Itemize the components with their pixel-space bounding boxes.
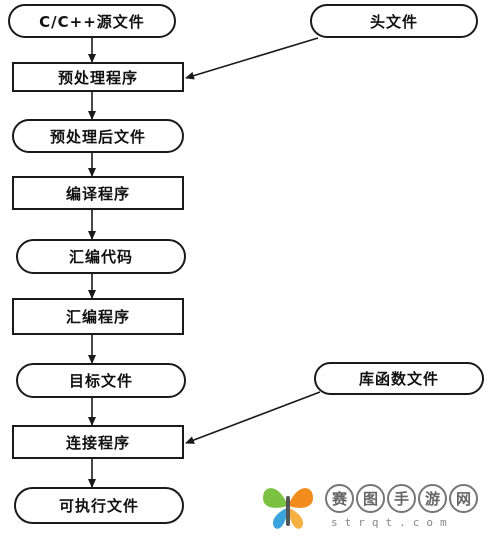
watermark-char: 赛: [325, 484, 354, 513]
watermark-chars: 赛 图 手 游 网: [325, 484, 478, 513]
watermark-char: 游: [418, 484, 447, 513]
node-linker: 连接程序: [12, 425, 184, 459]
node-assembly-code: 汇编代码: [16, 239, 186, 274]
watermark-char: 网: [449, 484, 478, 513]
node-assembler: 汇编程序: [12, 298, 184, 335]
arrow-library-to-linker: [185, 391, 321, 444]
watermark-url: strqt.com: [331, 516, 454, 529]
node-executable: 可执行文件: [14, 487, 184, 524]
node-header-file: 头文件: [310, 4, 478, 38]
node-source-file: C/C++源文件: [8, 4, 176, 38]
watermark: 赛 图 手 游 网 strqt.com: [255, 478, 495, 532]
node-preprocessed-file: 预处理后文件: [12, 119, 184, 153]
arrow-header-to-preprocessor: [185, 37, 319, 80]
node-preprocessor: 预处理程序: [12, 62, 184, 92]
node-compiler: 编译程序: [12, 176, 184, 210]
butterfly-logo-icon: [263, 488, 313, 529]
node-library-file: 库函数文件: [314, 362, 484, 395]
watermark-char: 手: [387, 484, 416, 513]
node-object-file: 目标文件: [16, 363, 186, 398]
watermark-char: 图: [356, 484, 385, 513]
